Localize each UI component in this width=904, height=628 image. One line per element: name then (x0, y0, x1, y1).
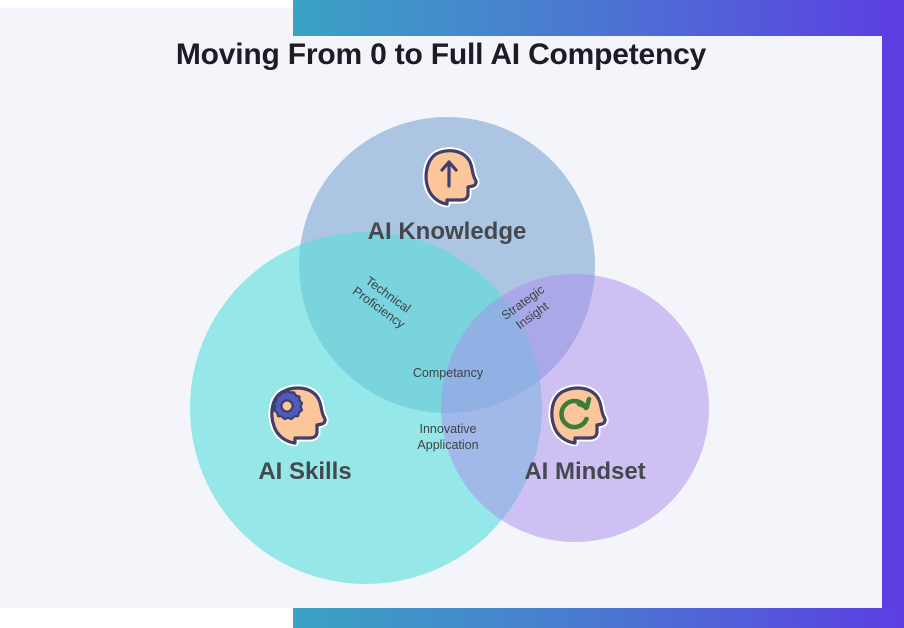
venn-label-skills: AI Skills (258, 458, 352, 485)
venn-circle-skills (190, 232, 542, 584)
bottom-accent-bar (293, 608, 904, 628)
venn-diagram: AI Knowledge AI Skills AI Mindset Techni… (0, 8, 882, 608)
head-gear-icon (258, 378, 338, 459)
head-up-arrow-icon (416, 142, 488, 219)
head-refresh-icon (542, 378, 622, 459)
venn-label-mindset: AI Mindset (524, 458, 646, 485)
venn-overlap-innovative-application: Innovative Application (392, 422, 504, 453)
venn-label-knowledge: AI Knowledge (367, 218, 527, 245)
right-accent-bar (882, 0, 904, 608)
venn-center-label-competancy: Competancy (412, 366, 484, 380)
venn-circles (190, 117, 709, 584)
page-title: Moving From 0 to Full AI Competency (175, 38, 707, 71)
venn-overlap-innovative-line2: Application (417, 437, 479, 452)
top-accent-bar (293, 0, 904, 36)
venn-overlap-innovative-line1: Innovative (419, 422, 477, 436)
